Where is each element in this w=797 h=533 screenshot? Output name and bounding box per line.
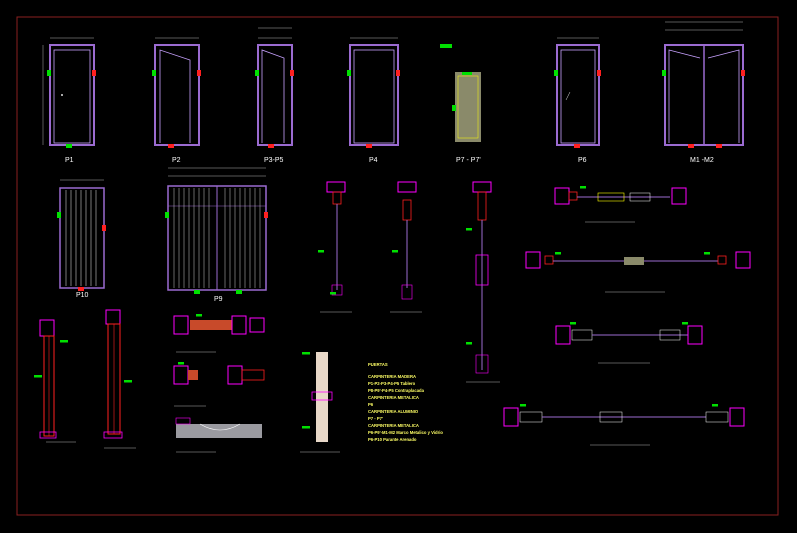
horizontal-section-1 xyxy=(554,186,687,223)
detail-plan-2 xyxy=(173,362,265,407)
door-p4: P4 xyxy=(347,37,400,164)
door-p7: P7 - P7' xyxy=(440,44,481,164)
door-p1: P1 xyxy=(42,37,96,164)
sheet-border xyxy=(16,16,779,516)
horizontal-section-2 xyxy=(525,251,751,293)
note-line: P6-P10 Parante Arenado xyxy=(368,437,417,442)
note-line: CARPINTERIA METALICA xyxy=(368,395,419,400)
door-p3p5: P3-P5 xyxy=(255,27,294,164)
vertical-section-1 xyxy=(318,181,352,313)
door-p4-label: P4 xyxy=(369,157,378,164)
door-m1m2-label: M1 -M2 xyxy=(690,157,714,164)
note-line: CARPINTERIA ALUMINIO xyxy=(368,409,419,414)
detail-plan-1 xyxy=(173,314,265,353)
door-p2: P2 xyxy=(152,37,201,164)
horizontal-section-4 xyxy=(503,404,745,446)
vertical-section-2 xyxy=(390,181,422,313)
vertical-section-3 xyxy=(466,181,500,383)
door-p10-label: P10 xyxy=(76,292,89,299)
note-line: P6 xyxy=(368,402,374,407)
door-p2-label: P2 xyxy=(172,157,181,164)
door-p6: P6 xyxy=(554,37,601,164)
note-line: P7 - P7' xyxy=(368,416,383,421)
note-line: P8-P9'-P4-P5 Contraplacada xyxy=(368,388,425,393)
note-line: CARPINTERIA METALICA xyxy=(368,423,419,428)
detail-wall-section xyxy=(300,352,340,453)
note-line: CARPINTERIA MADERA xyxy=(368,374,416,379)
horizontal-section-3 xyxy=(555,322,703,364)
door-p7-label: P7 - P7' xyxy=(456,157,481,164)
note-line: P1-P2-P3-P4-P5 Tablero xyxy=(368,381,416,386)
detail-jamb-1 xyxy=(34,319,76,443)
detail-jamb-2 xyxy=(103,309,136,449)
notes-block: PUERTAS CARPINTERIA MADERA P1-P2-P3-P4-P… xyxy=(368,362,443,442)
door-p9: P9 xyxy=(165,167,268,303)
door-p9-label: P9 xyxy=(214,296,223,303)
notes-title: PUERTAS xyxy=(368,362,388,367)
door-m1m2: M1 -M2 xyxy=(662,21,745,164)
detail-threshold xyxy=(175,417,262,453)
door-p3p5-label: P3-P5 xyxy=(264,157,284,164)
door-p1-label: P1 xyxy=(65,157,74,164)
note-line: P6-P9'-M1-M2 Marco Metalico y Vidrio xyxy=(368,430,443,435)
door-p6-label: P6 xyxy=(578,157,587,164)
door-p10: P10 xyxy=(57,179,106,299)
